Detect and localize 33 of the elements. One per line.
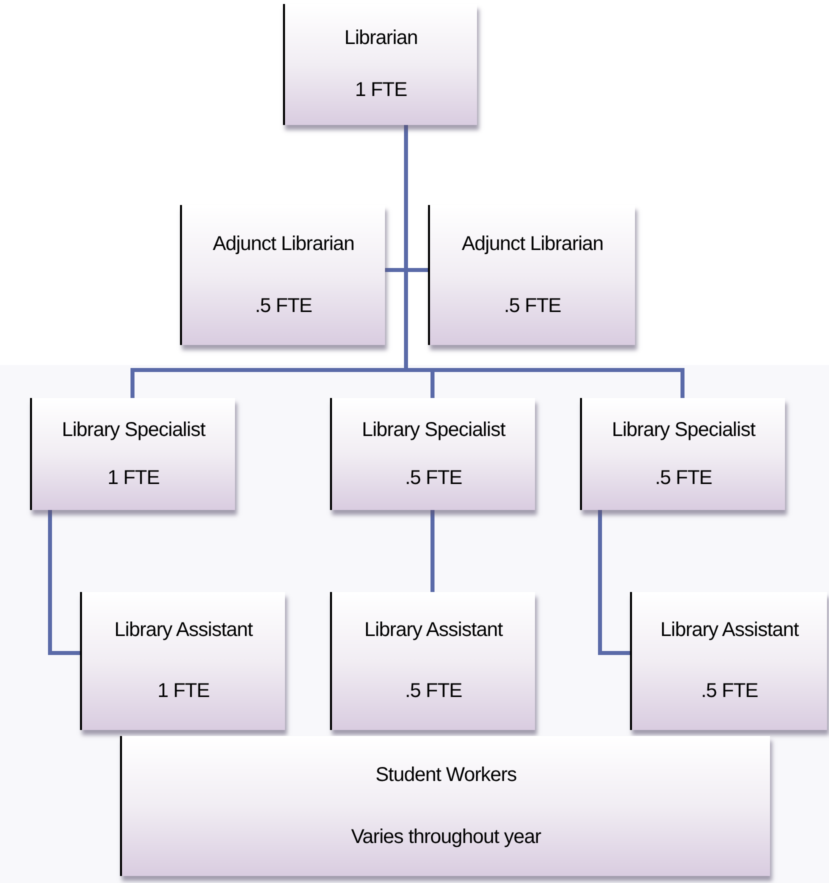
position-fte: 1 FTE [158,679,210,704]
position-box [30,398,235,510]
position-box [180,205,385,345]
position-box [330,398,535,510]
position-title: Library Assistant [114,618,253,643]
position-fte: Varies throughout year [351,824,541,850]
position-box [80,592,285,730]
position-title: Student Workers [375,762,517,788]
position-title: Library Assistant [660,618,799,643]
position-box [330,592,535,730]
position-title: Librarian [344,26,418,51]
position-fte: .5 FTE [700,679,758,704]
position-title: Library Specialist [62,418,206,442]
position-fte: .5 FTE [404,466,462,490]
position-box [580,398,785,510]
position-title: Adjunct Librarian [462,232,604,256]
position-title: Library Specialist [612,418,756,442]
position-box [630,592,827,730]
position-fte: .5 FTE [254,294,312,318]
position-fte: .5 FTE [654,466,712,490]
position-title: Adjunct Librarian [212,232,354,256]
position-box [283,4,477,125]
position-title: Library Assistant [364,618,503,643]
connector-line [430,510,434,592]
position-title: Library Specialist [362,418,506,442]
connector-line [48,510,80,655]
position-box [120,736,770,876]
position-fte: 1 FTE [108,466,160,490]
position-fte: .5 FTE [404,679,462,704]
connector-line [598,510,630,655]
position-fte: 1 FTE [355,78,407,104]
position-box [428,205,635,345]
position-fte: .5 FTE [504,294,561,318]
